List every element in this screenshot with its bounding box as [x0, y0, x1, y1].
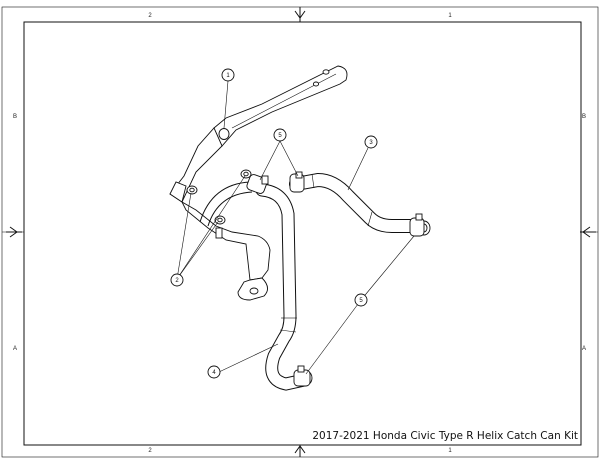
hose-clamp-right [409, 213, 425, 237]
hose-vertical [255, 183, 313, 391]
hose-clamp-middle [289, 171, 305, 193]
balloon-label: 5 [278, 133, 282, 139]
outer-frame [1, 6, 599, 458]
balloon-label: 5 [359, 298, 363, 304]
zone-label-right-a: A [582, 346, 586, 352]
leader-lines [176, 80, 415, 375]
center-arrow-top [294, 7, 306, 22]
balloon-label: 3 [369, 140, 373, 146]
balloon-1: 1 [221, 68, 235, 82]
balloon-label: 4 [212, 370, 216, 376]
zone-label-bottom-2: 2 [148, 448, 152, 454]
zone-label-left-b: B [13, 114, 17, 120]
center-arrow-bottom [294, 445, 306, 457]
balloon-4: 4 [207, 365, 221, 379]
drawing-title: 2017-2021 Honda Civic Type R Helix Catch… [312, 430, 578, 442]
zone-label-bottom-1: 1 [448, 448, 452, 454]
balloon-label: 2 [175, 278, 179, 284]
balloon-3: 3 [364, 135, 378, 149]
zone-label-left-a: A [13, 346, 17, 352]
balloon-2: 2 [170, 273, 184, 287]
inner-frame [23, 21, 582, 446]
mounting-bracket [169, 65, 348, 301]
hose-clamp-left [246, 174, 269, 194]
balloon-5-lower: 5 [354, 293, 368, 307]
center-arrow-right [580, 226, 596, 238]
hose-clamp-bottom [293, 365, 311, 387]
balloon-label: 1 [226, 73, 230, 79]
center-arrow-left [6, 226, 22, 238]
zone-label-top-2: 2 [148, 13, 152, 19]
zone-label-right-b: B [582, 114, 586, 120]
balloon-5-upper: 5 [273, 128, 287, 142]
zone-label-top-1: 1 [448, 13, 452, 19]
